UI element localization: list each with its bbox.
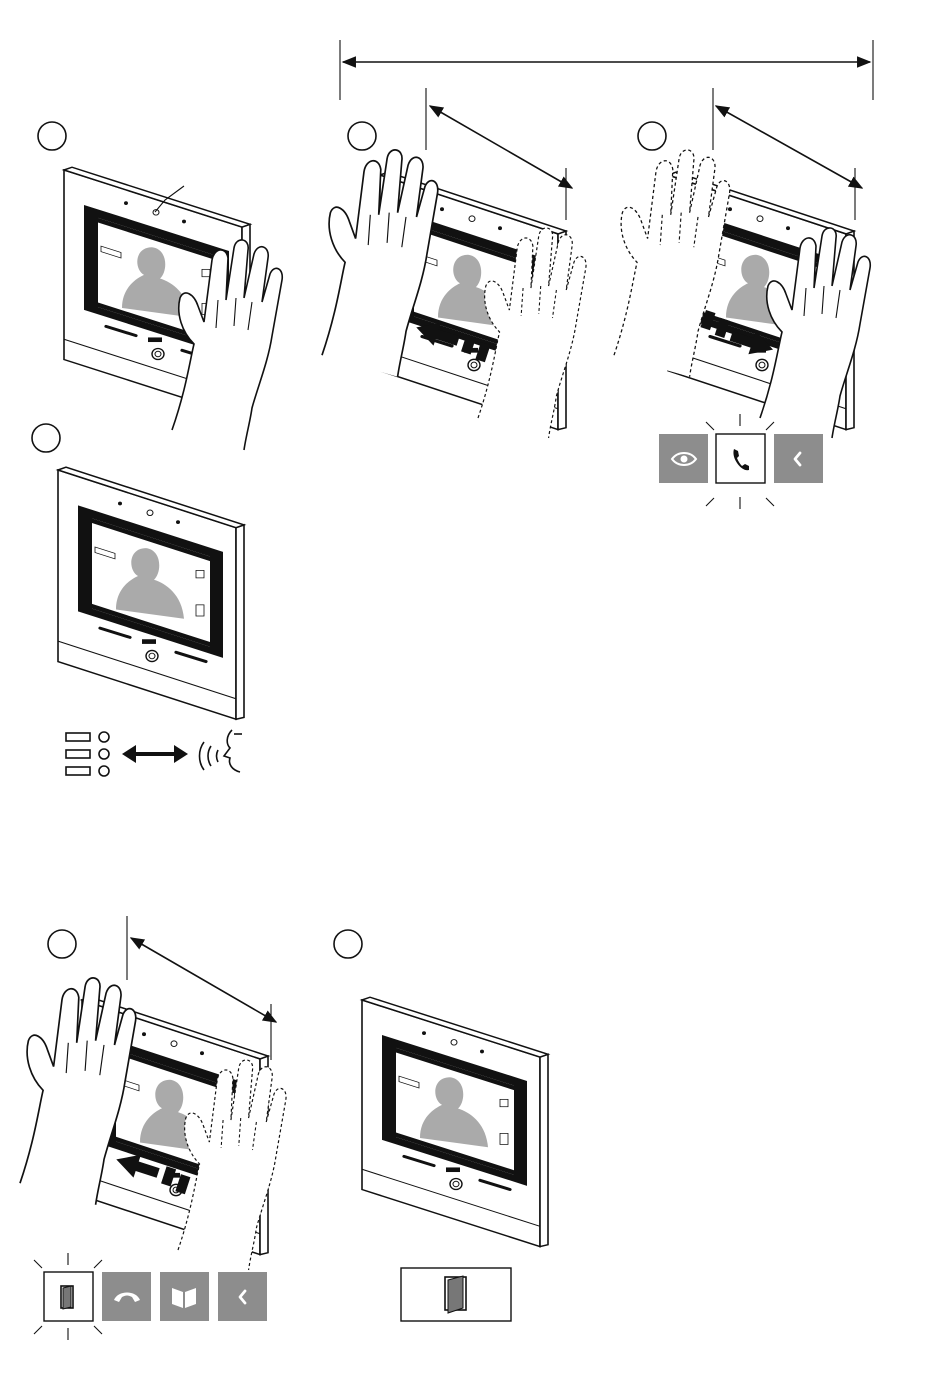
step-number-circle [48,930,76,958]
button-hang-up[interactable] [102,1272,151,1321]
button-back[interactable] [774,434,823,483]
double-arrow-icon [122,745,188,763]
step-number-circle [638,122,666,150]
panel-step-3 [614,88,870,509]
door-open-icon [61,1286,73,1309]
button-back[interactable] [218,1272,267,1321]
swipe-distance-arrow [430,106,572,188]
step-number-circle [38,122,66,150]
button-open-gate[interactable] [160,1272,209,1321]
legend-row [66,730,242,776]
panel-step-2 [322,88,586,438]
button-row-swipe-left [34,1253,267,1340]
panel-step-1 [38,122,282,450]
step-number-circle [32,424,60,452]
menu-list-icon [66,732,109,776]
step-number-circle [348,122,376,150]
voice-command-icon [200,730,243,772]
door-open-icon [445,1276,466,1313]
panel-step-4 [32,424,244,776]
panel-step-5 [20,916,286,1340]
swipe-distance-arrow [131,938,276,1022]
swipe-distance-arrow [716,106,862,188]
button-call-highlighted[interactable] [716,434,765,483]
step-number-circle [334,930,362,958]
panel-step-6 [334,930,548,1321]
